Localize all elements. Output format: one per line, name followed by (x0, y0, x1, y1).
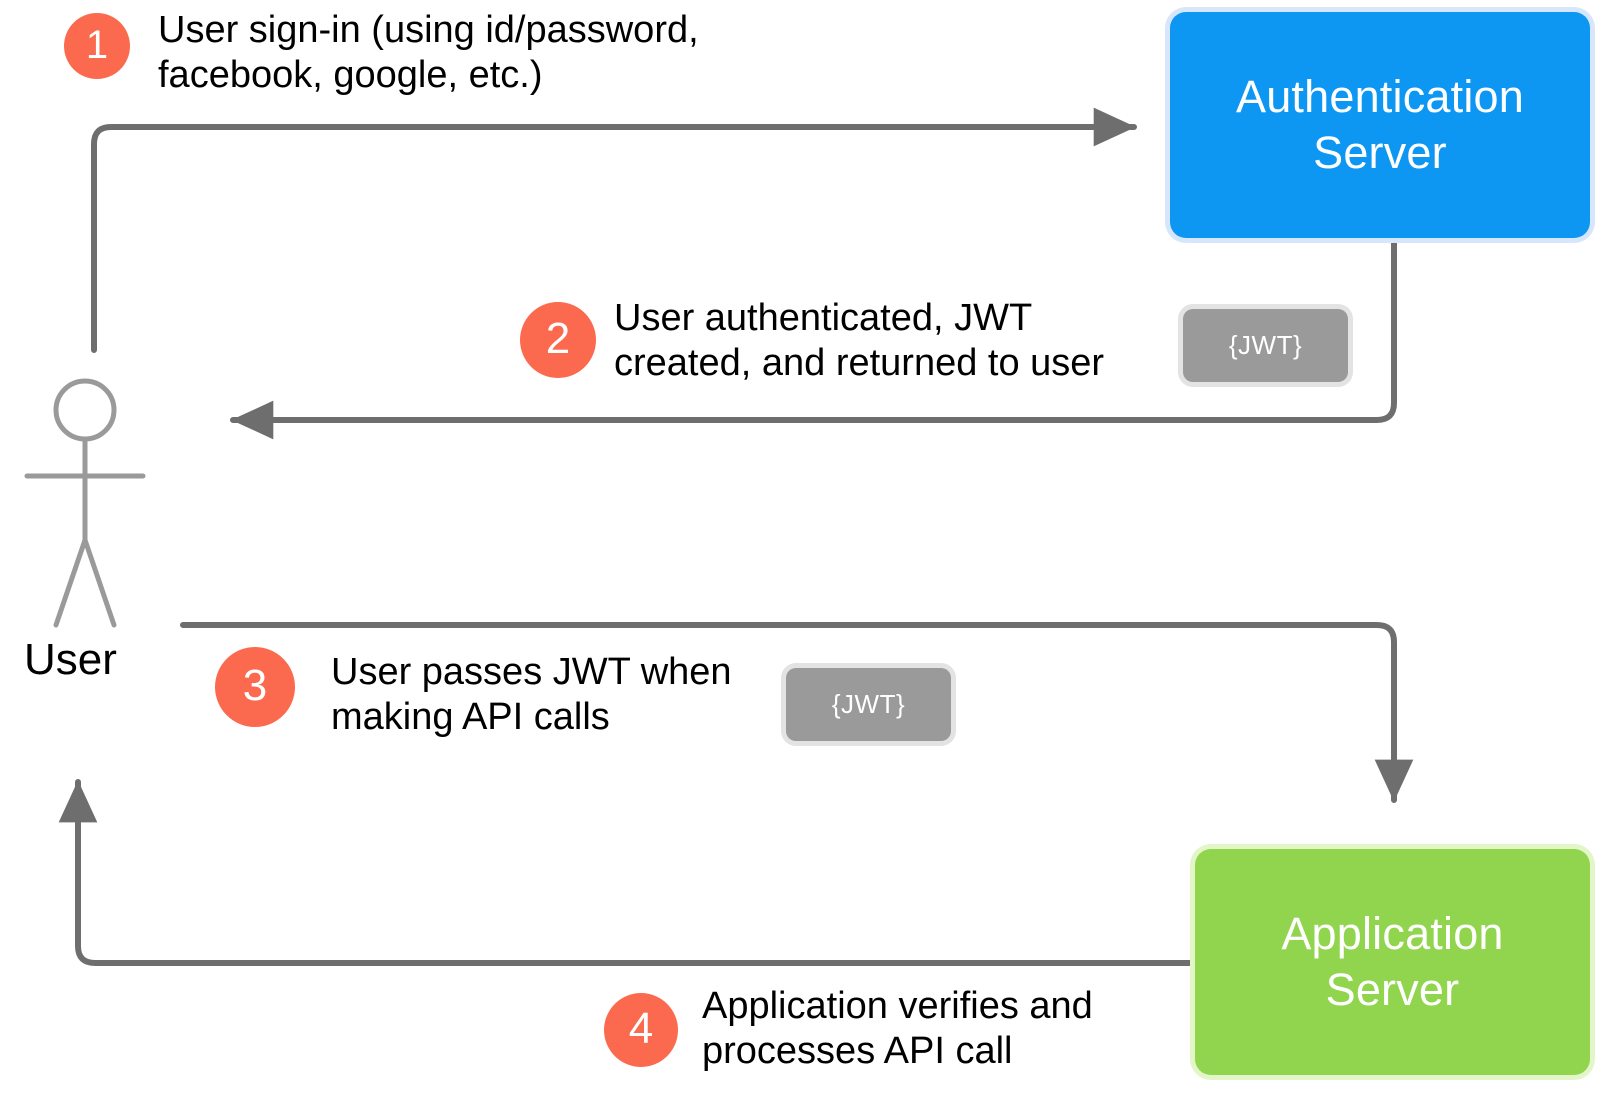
step-badge-2: 2 (520, 302, 596, 378)
application-server-node[interactable]: Application Server (1195, 849, 1590, 1075)
authentication-server-label: Authentication Server (1235, 71, 1524, 178)
step-description-4: Application verifies and processes API c… (702, 985, 1093, 1073)
authentication-server-node[interactable]: Authentication Server (1170, 12, 1590, 238)
jwt-token-badge-auth: {JWT} (1183, 309, 1348, 382)
step-number: 2 (545, 313, 571, 363)
jwt-token-label: {JWT} (1228, 330, 1303, 360)
step-description-1: User sign-in (using id/password, faceboo… (158, 9, 699, 97)
step-description-3: User passes JWT when making API calls (331, 651, 732, 739)
user-label: User (24, 635, 117, 684)
connector-step-4 (58, 779, 1198, 966)
jwt-token-badge-api: {JWT} (786, 668, 951, 741)
step-badge-3: 3 (215, 647, 295, 727)
step-number: 3 (242, 660, 268, 710)
step-number: 1 (85, 22, 109, 67)
step-badge-4: 4 (604, 993, 678, 1067)
stick-figure-icon (24, 378, 146, 628)
step-description-2: User authenticated, JWT created, and ret… (614, 297, 1105, 385)
jwt-token-label: {JWT} (831, 689, 906, 719)
application-server-label: Application Server (1281, 908, 1504, 1015)
step-badge-1: 1 (64, 13, 130, 79)
step-number: 4 (628, 1003, 654, 1053)
